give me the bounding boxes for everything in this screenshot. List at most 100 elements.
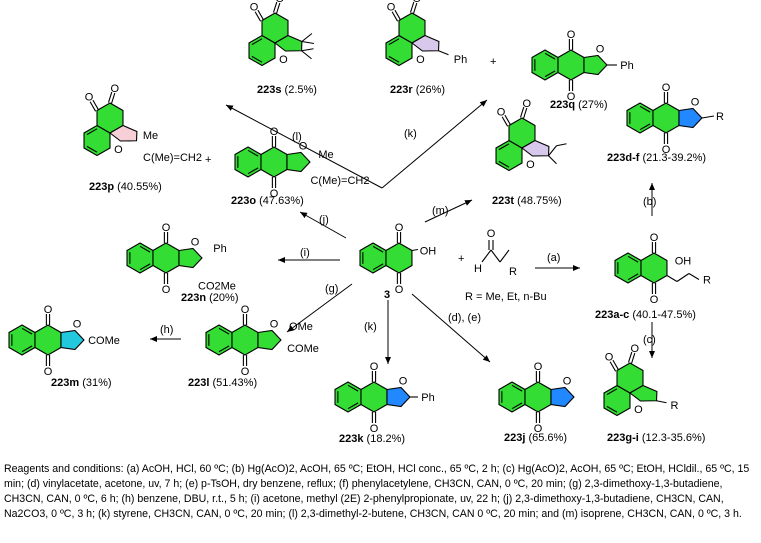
carbonyl-oxygen: O xyxy=(241,366,250,378)
hydroxyl-group: OH xyxy=(675,256,692,268)
furan-ring xyxy=(274,34,303,52)
reagent-m: (m) xyxy=(432,205,449,217)
furan-ring xyxy=(521,139,550,157)
r-group: R xyxy=(671,400,679,412)
carbonyl-oxygen: O xyxy=(370,423,379,435)
aldehyde-oxygen: O xyxy=(487,228,496,240)
reagent-j: (j) xyxy=(319,214,329,226)
carbonyl-oxygen: O xyxy=(534,423,543,435)
carbonyl-oxygen: O xyxy=(523,98,532,110)
carbonyl-oxygen: O xyxy=(567,91,576,103)
carbonyl-oxygen: O xyxy=(85,92,94,104)
reagent-g: (g) xyxy=(325,283,338,295)
ester-group: CO2Me xyxy=(198,281,236,293)
furan-oxygen: O xyxy=(279,54,288,66)
methyl-group: Me xyxy=(143,130,158,142)
aldehyde-r-def: R = Me, Et, n-Bu xyxy=(465,291,547,303)
carbonyl-oxygen: O xyxy=(395,284,404,296)
dihydrofuran-ring xyxy=(178,247,203,269)
furan-oxygen: O xyxy=(634,404,643,416)
aldehyde-plus: + xyxy=(458,253,464,265)
furan-oxygen: O xyxy=(73,319,82,331)
compound-223ac-label: 223a-c (40.1-47.5%) xyxy=(595,309,696,321)
r-group: R xyxy=(703,275,711,287)
compound-223gi-label: 223g-i (12.3-35.6%) xyxy=(607,432,705,444)
quinone-ring xyxy=(152,242,180,274)
phenyl-group: Ph xyxy=(620,60,633,72)
carbonyl-oxygen: O xyxy=(387,2,396,14)
carbonyl-oxygen: O xyxy=(662,82,671,94)
carbonyl-oxygen: O xyxy=(395,222,404,234)
benzo-ring xyxy=(626,102,654,134)
compound-223j-label: 223j (65.6%) xyxy=(504,432,567,444)
carbonyl-oxygen: O xyxy=(650,294,659,306)
compound-3: O O OH xyxy=(359,222,437,296)
furan-ring xyxy=(550,386,575,408)
carbonyl-oxygen: O xyxy=(250,2,259,14)
compound-223k-label: 223k (18.2%) xyxy=(339,433,405,445)
furan-ring xyxy=(678,107,703,129)
furan-oxygen: O xyxy=(526,159,535,171)
reagent-l: (l) xyxy=(292,131,302,143)
benzo-ring xyxy=(531,49,559,81)
compound-223s: OOO xyxy=(248,0,314,67)
carbonyl-oxygen: O xyxy=(497,107,506,119)
furan-oxygen: O xyxy=(416,54,425,66)
carbonyl-oxygen: O xyxy=(413,0,422,5)
arrow-de xyxy=(411,293,491,363)
furan-ring xyxy=(109,124,138,142)
carbonyl-oxygen: O xyxy=(567,29,576,41)
furan-oxygen: O xyxy=(270,319,279,331)
methoxy-group: OMe xyxy=(289,321,313,333)
benzo-ring xyxy=(234,146,262,178)
acetyl-group: COMe xyxy=(88,335,120,347)
furan-oxygen: O xyxy=(399,376,408,388)
carbonyl-oxygen: O xyxy=(370,361,379,373)
compound-223o-label: 223o (47.63%) xyxy=(231,195,304,207)
benzo-ring xyxy=(205,324,233,356)
carbonyl-oxygen: O xyxy=(650,232,659,244)
quinone-ring xyxy=(557,49,585,81)
carbonyl-oxygen: O xyxy=(270,188,279,200)
compound-223r-label: 223r (26%) xyxy=(390,84,445,96)
compound-223df-label: 223d-f (21.3-39.2%) xyxy=(607,152,706,164)
furan-oxygen: O xyxy=(563,376,572,388)
carbonyl-oxygen: O xyxy=(162,222,171,234)
reagent-i: (i) xyxy=(300,247,310,259)
compound-223q-label: 223q (27%) xyxy=(550,99,607,111)
furan-oxygen: O xyxy=(191,237,200,249)
reagent-k-up: (k) xyxy=(404,128,417,140)
carbonyl-oxygen: O xyxy=(270,126,279,138)
benzo-ring xyxy=(359,242,387,274)
acetyl-group: COMe xyxy=(287,343,319,355)
reaction-arrows xyxy=(150,99,655,364)
furan-oxygen: O xyxy=(114,144,123,156)
compound-223ac: O O OH R xyxy=(614,232,711,306)
isopropenyl-group: C(Me)=CH2 xyxy=(310,175,369,187)
compound-223p-label: 223p (40.55%) xyxy=(89,181,162,193)
carbonyl-oxygen: O xyxy=(162,284,171,296)
reagent-h: (h) xyxy=(160,324,173,336)
carbonyl-oxygen: O xyxy=(111,83,120,95)
compound-3-label: 3 xyxy=(384,289,390,301)
furan-ring xyxy=(629,384,658,402)
benzo-ring xyxy=(8,324,36,356)
arrow-g xyxy=(286,283,353,333)
dihydrofuran-ring xyxy=(257,329,282,351)
benzo-ring xyxy=(614,252,642,284)
dihydrofuran-ring xyxy=(286,151,311,173)
carbonyl-oxygen: O xyxy=(44,366,53,378)
dihydrofuran-ring xyxy=(583,54,608,76)
quinone-ring xyxy=(260,146,288,178)
plus-pq: + xyxy=(205,154,211,166)
hydroxyl-group: OH xyxy=(420,246,437,258)
